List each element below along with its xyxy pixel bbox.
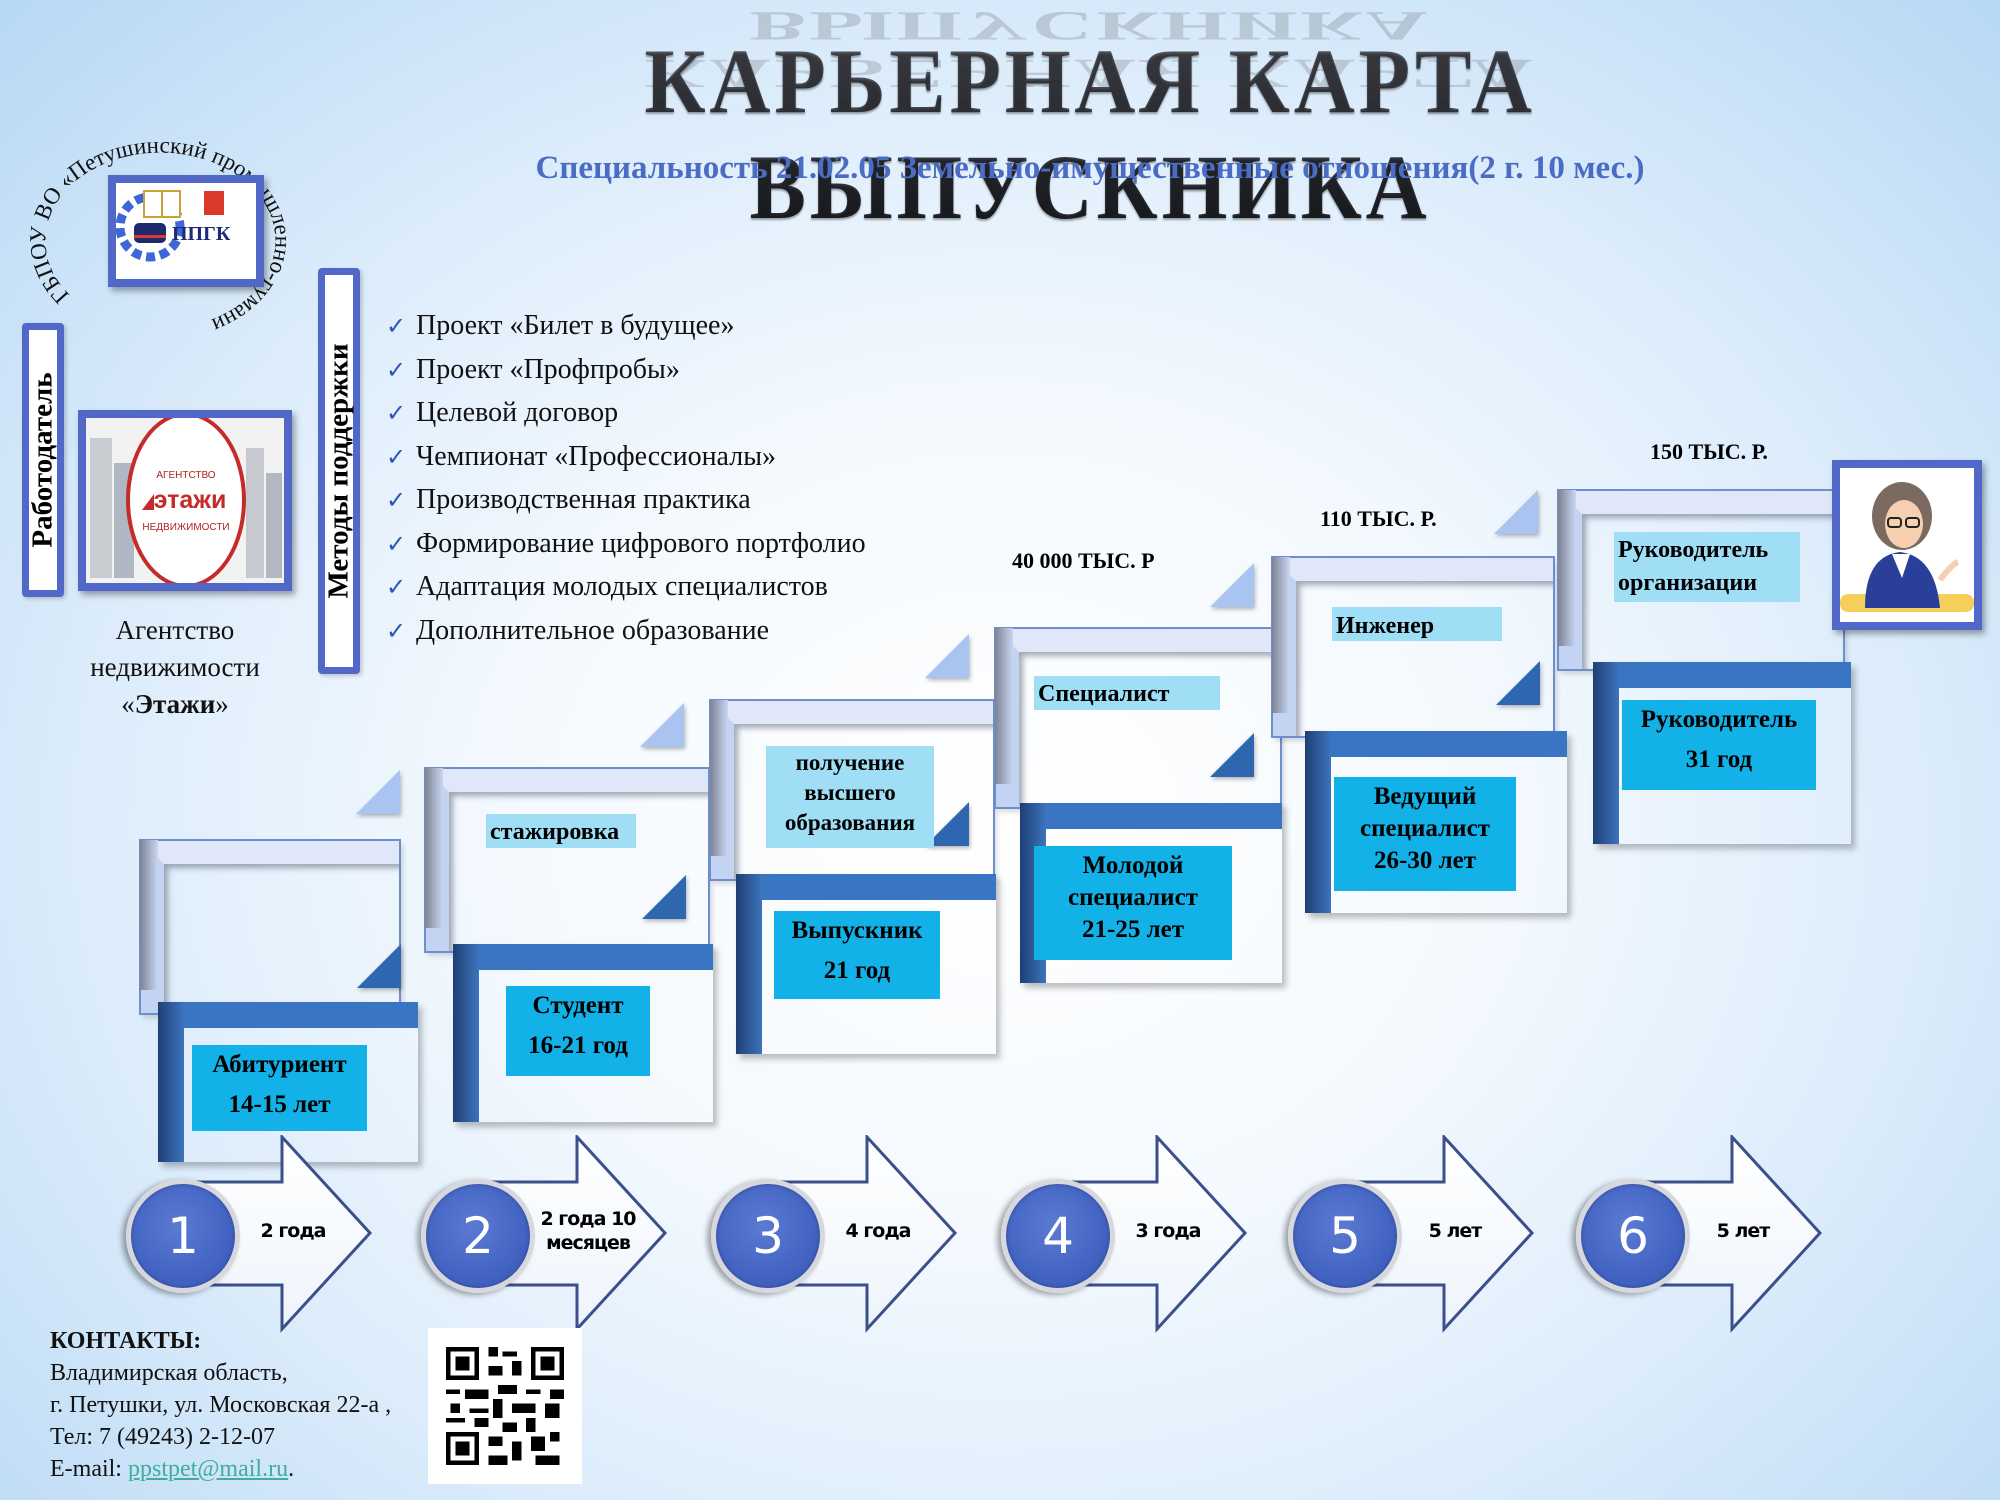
development-bracket-5 xyxy=(1271,556,1555,738)
etazhi-logo-icon: АГЕНТСТВО этажи НЕДВИЖИМОСТИ xyxy=(86,418,284,583)
support-method-item: ✓Формирование цифрового портфолио xyxy=(386,523,866,567)
contacts-region: Владимирская область, xyxy=(50,1360,288,1386)
support-method-item: ✓Чемпионат «Профессионалы» xyxy=(386,436,866,480)
step-number-badge: 6 xyxy=(1576,1179,1690,1293)
contacts-heading: КОНТАКТЫ: xyxy=(50,1328,202,1354)
contacts-email-row: E-mail: ppstpet@mail.ru. xyxy=(50,1456,295,1482)
checkmark-icon: ✓ xyxy=(386,314,407,340)
checkmark-icon: ✓ xyxy=(386,488,407,514)
stage-bracket-3 xyxy=(736,874,996,1054)
svg-text:АГЕНТСТВО: АГЕНТСТВО xyxy=(156,470,215,481)
step-triangle-icon xyxy=(357,944,401,988)
college-logo: ППГК xyxy=(108,175,264,287)
support-method-item: ✓Адаптация молодых специалистов xyxy=(386,566,866,610)
email-link[interactable]: ppstpet@mail.ru xyxy=(127,1456,289,1482)
step-duration: 5 лет xyxy=(1428,1220,1483,1242)
employer-section-label: Работодатель xyxy=(22,323,64,597)
checkmark-icon: ✓ xyxy=(386,444,407,471)
development-bracket-1 xyxy=(139,839,401,1015)
stage-bracket-2 xyxy=(453,944,713,1122)
development-label-head-of-organization: Руководитель организации xyxy=(1614,532,1800,602)
development-label-internship: стажировка xyxy=(486,814,636,848)
step-duration: 3 года xyxy=(1135,1220,1202,1242)
svg-text:этажи: этажи xyxy=(154,486,227,514)
step-triangle-icon xyxy=(1210,563,1254,607)
step-number-badge: 4 xyxy=(1001,1179,1115,1293)
qr-code[interactable] xyxy=(428,1328,582,1484)
step-triangle-icon xyxy=(1210,733,1254,777)
support-methods-section-label: Методы поддержки xyxy=(318,268,360,674)
step-triangle-icon xyxy=(642,875,686,919)
checkmark-icon: ✓ xyxy=(386,357,407,384)
support-method-item: ✓Проект «Билет в будущее» xyxy=(386,305,866,349)
step-number-badge: 2 xyxy=(421,1179,535,1293)
support-method-item: ✓Целевой договор xyxy=(386,392,866,436)
contacts-phone: Тел: 7 (49243) 2-12-07 xyxy=(50,1424,276,1450)
support-method-item: ✓Дополнительное образование xyxy=(386,610,866,654)
checkmark-icon: ✓ xyxy=(386,575,407,601)
support-method-item: ✓Производственная практика xyxy=(386,479,866,523)
development-label-specialist: Специалист xyxy=(1034,676,1220,710)
checkmark-icon: ✓ xyxy=(386,531,407,558)
step-number-badge: 5 xyxy=(1288,1179,1402,1293)
specialty-subtitle: Специальность 21.02.05 Земельно-имуществ… xyxy=(535,150,1645,186)
step-number-badge: 3 xyxy=(711,1179,825,1293)
stage-bracket-1 xyxy=(158,1002,418,1162)
stage-bracket-5 xyxy=(1305,731,1567,913)
step-duration: 2 года xyxy=(260,1220,327,1242)
stage-bracket-6 xyxy=(1593,662,1851,844)
development-bracket-3 xyxy=(709,699,995,881)
qr-code-icon xyxy=(446,1347,564,1465)
step-duration: 2 года 10 месяцев xyxy=(540,1208,636,1254)
contacts-address: г. Петушки, ул. Московская 22-а , xyxy=(50,1392,392,1418)
development-bracket-4 xyxy=(994,627,1282,809)
step-number-badge: 1 xyxy=(126,1179,240,1293)
college-abbreviation: ППГК xyxy=(172,223,231,245)
development-bracket-6 xyxy=(1557,489,1845,671)
employer-logo: АГЕНТСТВО этажи НЕДВИЖИМОСТИ xyxy=(78,410,292,591)
employer-name: Агентство недвижимости «Этажи» xyxy=(90,615,260,719)
salary-specialist: 40 000 ТЫС. Р xyxy=(1012,548,1155,573)
checkmark-icon: ✓ xyxy=(386,401,407,427)
salary-engineer: 110 ТЫС. Р. xyxy=(1320,506,1437,531)
support-methods-list: ✓Проект «Билет в будущее» ✓Проект «Профп… xyxy=(386,305,866,653)
step-triangle-icon xyxy=(1496,661,1540,705)
step-triangle-icon xyxy=(356,770,400,814)
support-method-item: ✓Проект «Профпробы» xyxy=(386,349,866,393)
svg-text:НЕДВИЖИМОСТИ: НЕДВИЖИМОСТИ xyxy=(142,522,229,533)
step-duration: 5 лет xyxy=(1716,1220,1771,1242)
manager-avatar xyxy=(1832,460,1982,630)
page-title: КАРЬЕРНАЯ КАРТА ВЫПУСКНИКА xyxy=(437,28,1743,240)
businesswoman-icon xyxy=(1840,482,1974,612)
checkmark-icon: ✓ xyxy=(386,618,407,645)
step-triangle-icon xyxy=(925,634,969,678)
college-gear-icon xyxy=(116,190,224,262)
development-label-engineer: Инженер xyxy=(1332,607,1502,641)
step-duration: 4 года xyxy=(845,1220,912,1242)
step-triangle-icon xyxy=(1494,490,1538,534)
development-bracket-2 xyxy=(424,767,710,953)
contacts-block: КОНТАКТЫ: Владимирская область, г. Петуш… xyxy=(50,1325,391,1485)
step-triangle-icon xyxy=(640,703,684,747)
development-label-higher-education: получение высшего образования xyxy=(766,746,934,848)
salary-head: 150 ТЫС. Р. xyxy=(1650,439,1768,464)
